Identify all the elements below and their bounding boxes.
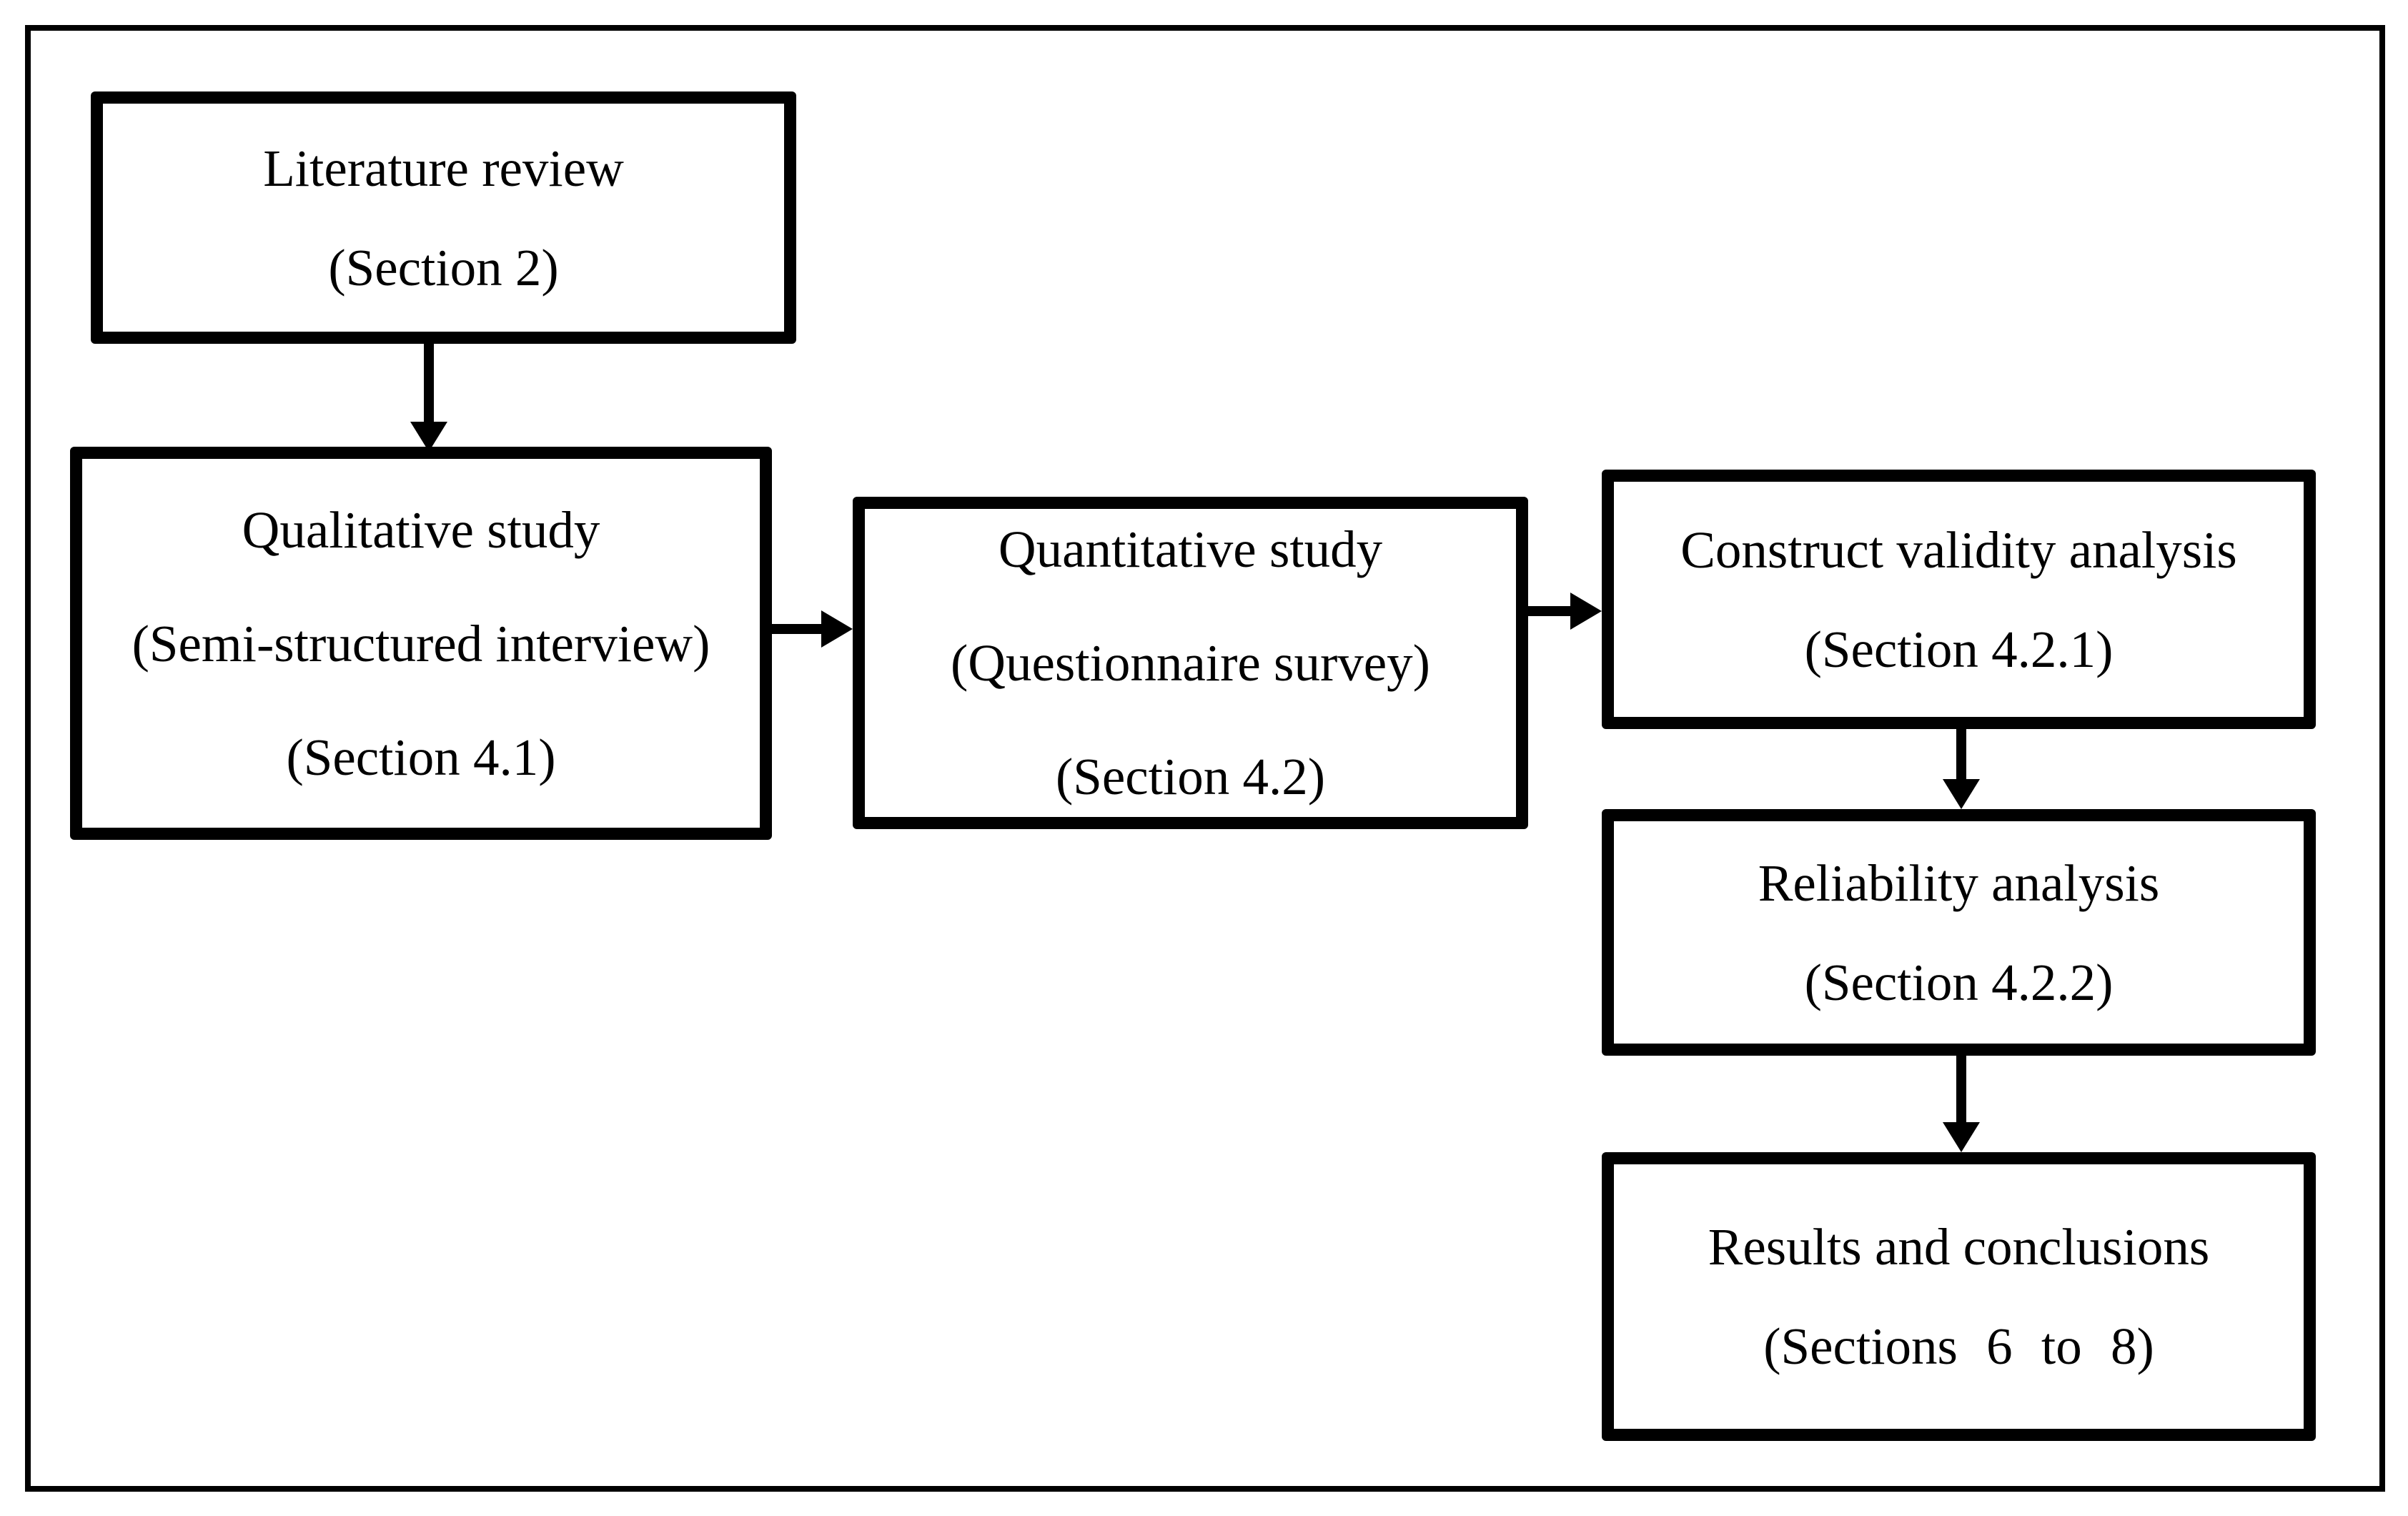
box-literature-review: Literature review (Section 2) — [91, 91, 796, 344]
figure-border — [25, 25, 2385, 1492]
arrow-stem — [772, 624, 823, 634]
arrow-down-icon — [1943, 729, 1980, 809]
box-qualitative-study: Qualitative study (Semi-structured inter… — [70, 447, 772, 840]
box-label-line: Reliability analysis — [1758, 853, 2160, 912]
box-label-line: (Section 4.1) — [286, 728, 556, 786]
box-label-line: Literature review — [263, 139, 624, 197]
box-label-line: Construct validity analysis — [1680, 520, 2237, 579]
arrow-right-icon — [772, 610, 853, 648]
arrow-stem — [1956, 729, 1966, 781]
box-label-line: (Section 4.2.1) — [1804, 620, 2114, 678]
box-construct-validity-analysis: Construct validity analysis (Section 4.2… — [1602, 470, 2316, 729]
arrowhead-icon — [1570, 593, 1602, 630]
box-reliability-analysis: Reliability analysis (Section 4.2.2) — [1602, 809, 2316, 1056]
arrow-down-icon — [410, 344, 447, 452]
box-label-line: (Section 2) — [328, 238, 559, 297]
box-label-line: (Sections 6 to 8) — [1763, 1317, 2154, 1375]
box-label-line: Quantitative study — [998, 520, 1383, 578]
box-label-line: (Section 4.2) — [1055, 748, 1326, 806]
arrowhead-icon — [1943, 1122, 1980, 1152]
arrow-right-icon — [1528, 593, 1602, 630]
box-label-line: Qualitative study — [242, 500, 600, 559]
arrowhead-icon — [821, 610, 853, 648]
arrow-stem — [1956, 1056, 1966, 1124]
box-label-line: (Questionnaire survey) — [951, 634, 1430, 692]
box-quantitative-study: Quantitative study (Questionnaire survey… — [853, 497, 1528, 829]
box-label-line: Results and conclusions — [1708, 1218, 2210, 1276]
arrow-down-icon — [1943, 1056, 1980, 1152]
box-results-and-conclusions: Results and conclusions (Sections 6 to 8… — [1602, 1152, 2316, 1441]
box-label-line: (Section 4.2.2) — [1804, 953, 2114, 1011]
arrowhead-icon — [1943, 779, 1980, 809]
box-label-line: (Semi-structured interview) — [132, 614, 710, 673]
arrow-stem — [424, 344, 434, 424]
arrow-stem — [1528, 606, 1572, 616]
